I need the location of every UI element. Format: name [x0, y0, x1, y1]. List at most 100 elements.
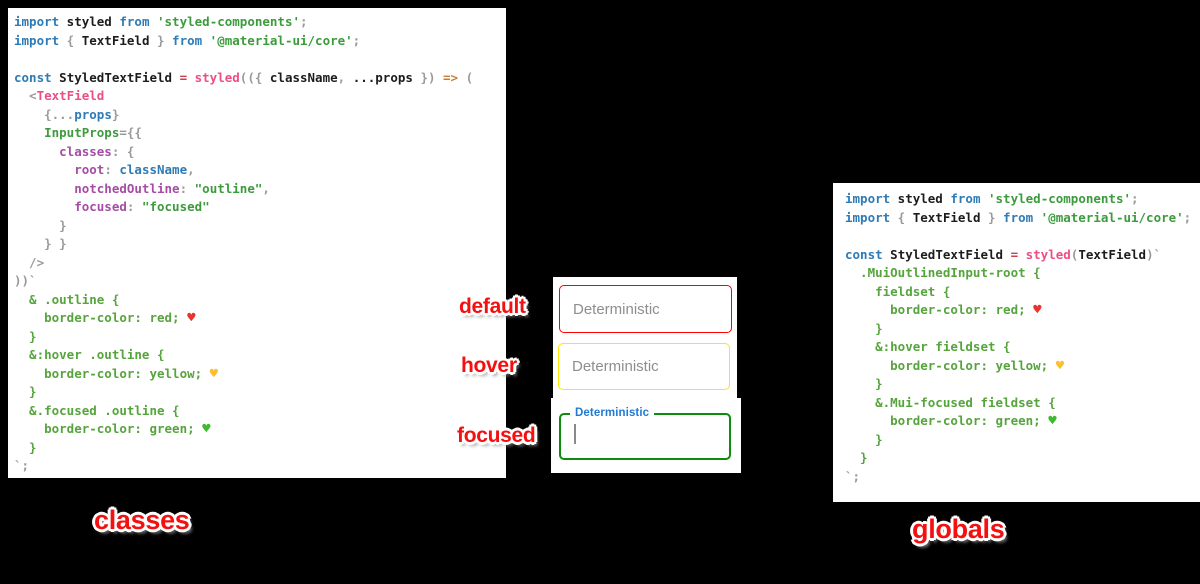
code-token: "outline"	[194, 180, 263, 196]
code-line: border-color: red; ♥	[14, 309, 502, 328]
code-token: &:hover fieldset {	[845, 339, 1011, 354]
code-line: }	[14, 328, 502, 347]
code-token: ))`	[14, 273, 37, 288]
code-line: import styled from 'styled-components';	[845, 190, 1200, 209]
code-token: }	[980, 209, 1004, 225]
code-token: `;	[14, 458, 30, 473]
code-line: focused: "focused"	[14, 198, 502, 217]
code-token: notchedOutline	[14, 180, 180, 196]
code-token: from	[172, 32, 203, 48]
code-token: ,	[187, 162, 195, 177]
code-line: root: className,	[14, 161, 502, 180]
code-token: from	[119, 14, 150, 29]
code-token: root	[14, 162, 105, 177]
text-cursor	[574, 424, 576, 444]
code-token: 'styled-components'	[149, 14, 300, 29]
code-token: &:hover .outline {	[14, 347, 165, 362]
code-token: from	[950, 191, 981, 206]
code-token: classes	[14, 143, 112, 159]
code-line: classes: {	[14, 143, 502, 162]
code-token: InputProps	[14, 125, 120, 140]
code-token: {...	[14, 106, 75, 122]
code-panel-globals: import styled from 'styled-components';i…	[833, 183, 1200, 502]
code-token: {	[890, 209, 913, 225]
code-line: &.focused .outline {	[14, 402, 502, 421]
code-token: styled	[890, 191, 951, 206]
code-line	[845, 227, 1200, 246]
code-token: }	[14, 384, 37, 399]
code-token: }	[14, 217, 67, 233]
code-token: from	[1003, 209, 1034, 225]
heart-icon: ♥	[1048, 413, 1057, 429]
code-line: &:hover fieldset {	[845, 338, 1200, 357]
code-token: StyledTextField	[882, 246, 1011, 262]
code-token: ;	[352, 32, 361, 48]
code-line: `;	[14, 457, 502, 476]
code-line: {...props}	[14, 106, 502, 125]
code-line: border-color: green; ♥	[845, 412, 1200, 431]
textfield-default	[559, 285, 732, 333]
code-line: <TextField	[14, 87, 502, 106]
code-token: }	[14, 328, 37, 344]
textfield-hover-input[interactable]	[559, 344, 729, 389]
code-line: }	[14, 439, 502, 458]
textfield-default-input[interactable]	[560, 286, 731, 332]
code-token: TextField	[912, 209, 981, 225]
code-token: '@material-ui/core'	[1033, 209, 1184, 225]
code-line: }	[845, 320, 1200, 339]
code-token: :	[104, 162, 120, 177]
code-token: :	[179, 180, 195, 196]
code-line: .MuiOutlinedInput-root {	[845, 264, 1200, 283]
code-token: fieldset {	[845, 283, 951, 299]
heart-icon: ♥	[209, 365, 219, 382]
code-token: `;	[845, 468, 861, 484]
code-token: styled	[187, 69, 240, 85]
label-hover: hover	[461, 354, 517, 377]
textfield-focused-label: Deterministic	[570, 407, 655, 419]
heart-icon: ♥	[1055, 357, 1065, 374]
code-token: .MuiOutlinedInput-root {	[845, 265, 1041, 280]
code-line: &.Mui-focused fieldset {	[845, 394, 1200, 413]
code-token: TextField	[1078, 246, 1147, 262]
code-line: notchedOutline: "outline",	[14, 180, 502, 199]
code-line: ))`	[14, 272, 502, 291]
code-token: }	[14, 439, 37, 455]
code-token: ,	[262, 180, 270, 196]
code-token: {	[59, 32, 82, 48]
code-token: =	[1010, 246, 1019, 262]
code-line: }	[14, 217, 502, 236]
code-token: const	[845, 246, 883, 262]
code-token: & .outline {	[14, 291, 120, 307]
code-line: InputProps={{	[14, 124, 502, 143]
code-token: }	[111, 106, 120, 122]
code-line: }	[14, 383, 502, 402]
heart-icon: ♥	[202, 421, 211, 437]
code-token: focused	[14, 199, 127, 214]
code-token: import	[14, 14, 60, 29]
code-line: & .outline {	[14, 291, 502, 310]
code-token: })	[412, 69, 444, 85]
code-token: } }	[14, 236, 67, 251]
label-globals: globals	[912, 514, 1005, 544]
code-token: :	[126, 199, 142, 214]
code-line: import { TextField } from '@material-ui/…	[14, 32, 502, 51]
code-token: }	[149, 32, 173, 48]
heart-icon: ♥	[1033, 302, 1042, 318]
code-token: ,	[337, 69, 353, 85]
code-token: border-color: yellow;	[845, 357, 1056, 373]
code-token: =	[179, 69, 188, 85]
code-line	[14, 50, 502, 69]
code-line: }	[845, 431, 1200, 450]
label-default: default	[459, 295, 526, 318]
textfield-focused[interactable]: Deterministic	[559, 407, 731, 460]
code-token: className	[269, 69, 338, 85]
code-panel-classes: import styled from 'styled-components';i…	[8, 8, 506, 478]
code-token: border-color: red;	[14, 310, 188, 325]
code-token: "focused"	[141, 199, 210, 214]
code-line: `;	[845, 468, 1200, 487]
code-token: 'styled-components'	[980, 191, 1131, 206]
code-line: fieldset {	[845, 283, 1200, 302]
code-token: (({	[239, 69, 270, 85]
code-token: border-color: yellow;	[14, 365, 210, 381]
code-token: ...props	[352, 69, 413, 85]
